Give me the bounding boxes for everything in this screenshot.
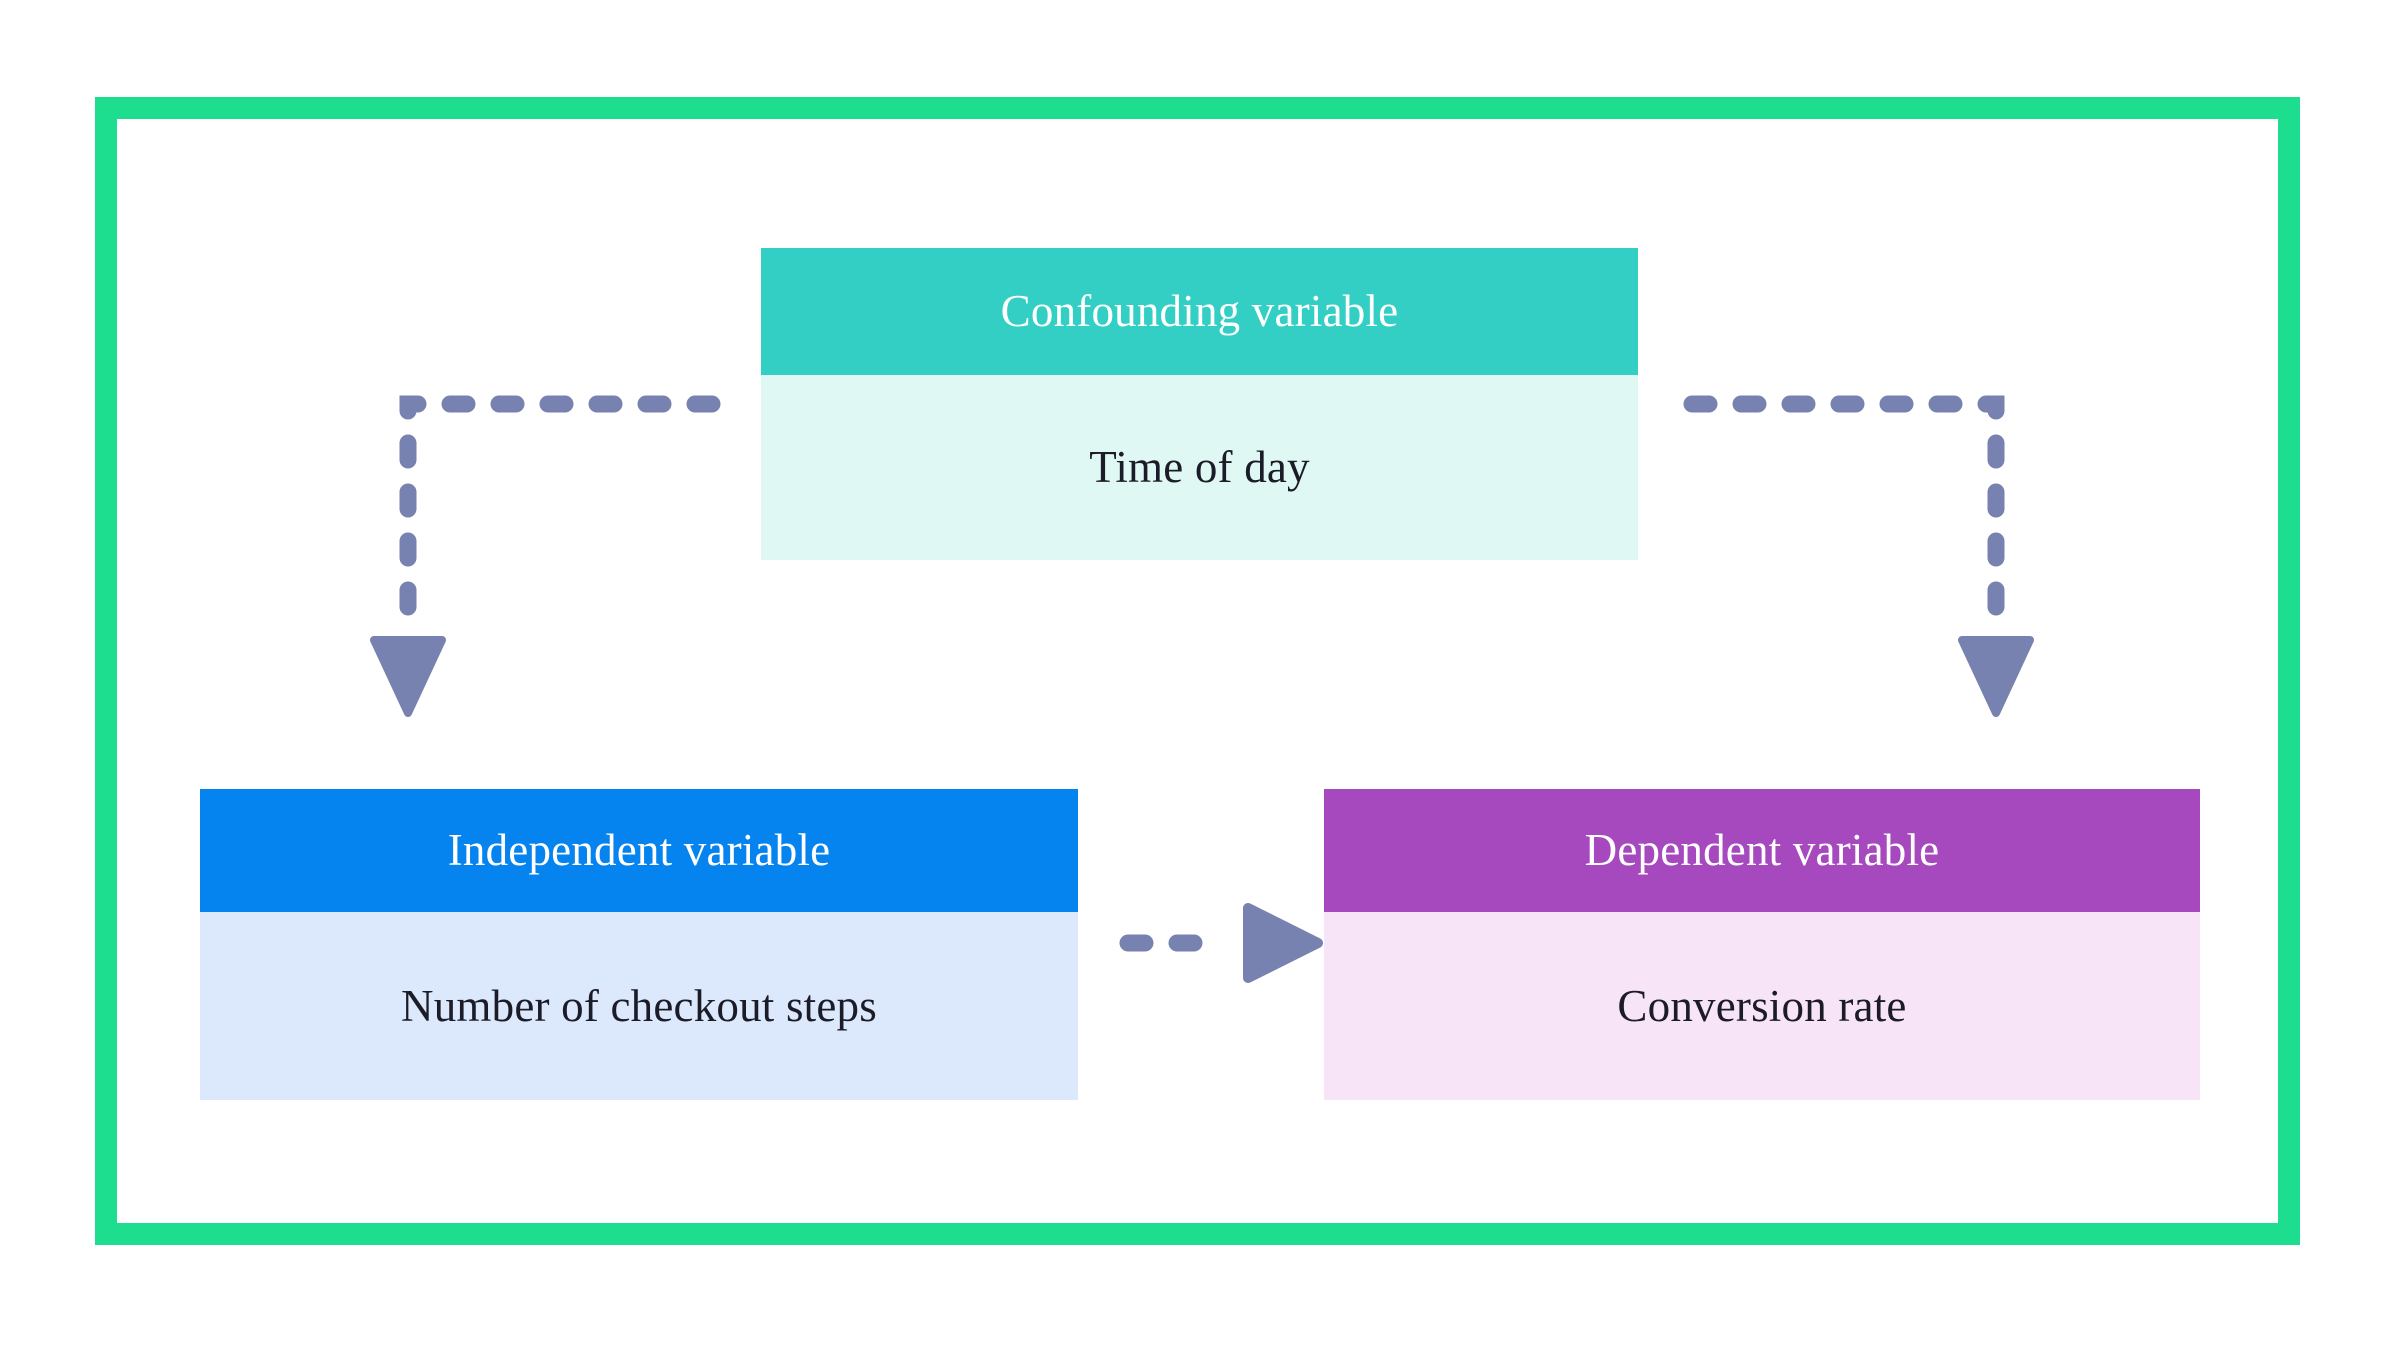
card-dependent-variable: Dependent variable Conversion rate xyxy=(1324,789,2200,1100)
card-confounding-body: Time of day xyxy=(761,375,1638,560)
card-independent-body: Number of checkout steps xyxy=(200,912,1078,1100)
card-independent-header: Independent variable xyxy=(200,789,1078,912)
card-independent-variable: Independent variable Number of checkout … xyxy=(200,789,1078,1100)
card-confounding-variable: Confounding variable Time of day xyxy=(761,248,1638,560)
card-dependent-body: Conversion rate xyxy=(1324,912,2200,1100)
card-dependent-header: Dependent variable xyxy=(1324,789,2200,912)
card-confounding-header: Confounding variable xyxy=(761,248,1638,375)
